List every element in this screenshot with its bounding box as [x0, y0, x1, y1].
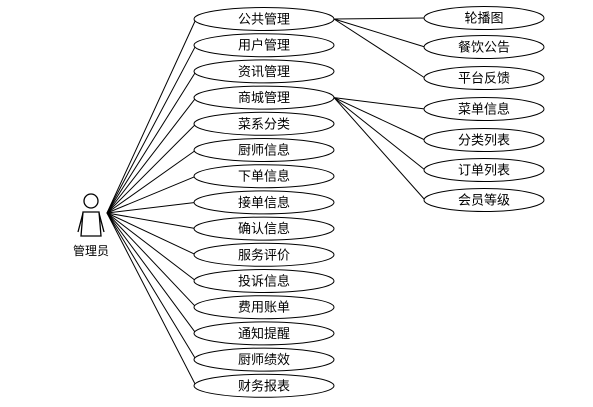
sub-association-line — [333, 97, 426, 201]
sub-use-case-label: 餐饮公告 — [458, 40, 510, 56]
use-case-uc-user: 用户管理 — [193, 33, 335, 58]
use-case-ellipse — [193, 373, 335, 398]
sub-use-case-ellipse — [423, 158, 545, 182]
sub-use-case-sub-notice: 餐饮公告 — [423, 35, 545, 59]
association-lines — [106, 17, 426, 387]
actor-association-line — [106, 212, 197, 308]
use-case-label: 资讯管理 — [238, 65, 290, 80]
use-case-ellipse — [193, 138, 335, 162]
actor-association-line — [106, 44, 197, 214]
sub-use-case-sub-feedback: 平台反馈 — [423, 66, 545, 90]
admin-actor: 管理员 — [73, 193, 109, 258]
use-case-ellipse — [193, 7, 335, 31]
sub-use-case-ellipse — [423, 66, 545, 90]
use-case-ellipse — [193, 85, 335, 110]
use-case-label: 通知提醒 — [238, 326, 290, 342]
sub-use-case-ellipse — [423, 35, 545, 59]
use-case-label: 费用账单 — [238, 301, 290, 316]
use-case-ellipse — [193, 321, 335, 346]
sub-use-case-label: 分类列表 — [458, 134, 510, 149]
actor-association-line — [106, 212, 197, 360]
use-case-label: 财务报表 — [238, 378, 290, 394]
use-case-ellipse — [193, 190, 335, 215]
sub-association-line — [333, 18, 426, 79]
actor-left-arm — [77, 212, 84, 233]
use-case-uc-report: 财务报表 — [193, 373, 335, 398]
use-case-label: 公共管理 — [238, 13, 290, 28]
sub-use-case-sub-category-list: 分类列表 — [423, 128, 545, 152]
sub-use-case-ellipse — [423, 128, 545, 152]
use-case-ellipse — [193, 111, 335, 136]
use-case-uc-news: 资讯管理 — [193, 59, 335, 84]
sub-use-case-sub-order-list: 订单列表 — [423, 158, 545, 182]
use-case-label: 菜系分类 — [238, 117, 290, 132]
sub-use-case-sub-carousel: 轮播图 — [423, 6, 545, 30]
actor-association-line — [106, 212, 197, 256]
sub-use-case-label: 订单列表 — [458, 164, 510, 179]
actor-association-line — [106, 123, 197, 214]
sub-use-case-ellipse — [423, 6, 545, 30]
use-case-label: 确认信息 — [238, 221, 290, 237]
actor-association-line — [106, 212, 197, 282]
sub-use-case-sub-menu: 菜单信息 — [423, 97, 545, 121]
use-case-ellipse — [193, 347, 335, 372]
actor-association-line — [106, 97, 197, 214]
actor-association-line — [106, 175, 197, 214]
use-case-uc-review: 服务评价 — [193, 242, 335, 267]
sub-use-case-sub-member-level: 会员等级 — [423, 188, 545, 212]
use-case-uc-notify: 通知提醒 — [193, 321, 335, 346]
use-case-uc-order-accept: 接单信息 — [193, 190, 335, 215]
sub-use-case-label: 平台反馈 — [458, 72, 510, 87]
actor-association-line — [106, 212, 197, 387]
use-case-uc-complaint: 投诉信息 — [193, 269, 335, 293]
use-case-label: 厨师信息 — [238, 143, 290, 159]
use-case-uc-public: 公共管理 — [193, 7, 335, 31]
use-case-ellipse — [193, 59, 335, 84]
use-case-label: 接单信息 — [238, 195, 290, 211]
sub-association-line — [333, 18, 426, 48]
use-case-ellipse — [193, 242, 335, 267]
sub-use-case-ellipse — [423, 188, 545, 212]
use-case-label: 投诉信息 — [238, 274, 290, 290]
use-case-ellipse — [193, 164, 335, 189]
use-case-label: 下单信息 — [238, 169, 290, 185]
actor-head — [83, 193, 99, 209]
sub-association-line — [333, 97, 426, 171]
sub-association-line — [333, 17, 426, 20]
use-case-ellipse — [193, 269, 335, 293]
sub-association-line — [333, 97, 426, 110]
use-case-ellipse — [193, 216, 335, 241]
use-case-uc-chef: 厨师信息 — [193, 138, 335, 162]
actor-association-line — [106, 212, 197, 334]
actor-association-line — [106, 201, 197, 214]
actor-association-line — [106, 212, 197, 230]
use-case-label: 服务评价 — [238, 247, 290, 263]
use-case-uc-cuisine: 菜系分类 — [193, 111, 335, 136]
use-case-uc-order-place: 下单信息 — [193, 164, 335, 189]
use-case-ellipse — [193, 295, 335, 320]
use-case-label: 厨师绩效 — [238, 353, 290, 368]
sub-association-line — [333, 97, 426, 141]
use-case-uc-performance: 厨师绩效 — [193, 347, 335, 372]
use-case-ellipse — [193, 33, 335, 58]
use-case-uc-mall: 商城管理 — [193, 85, 335, 110]
use-case-label: 商城管理 — [238, 91, 290, 106]
use-case-label: 用户管理 — [238, 38, 290, 54]
actor-association-line — [106, 18, 197, 214]
sub-use-case-label: 轮播图 — [464, 12, 503, 27]
actor-label: 管理员 — [73, 243, 109, 258]
actor-right-arm — [98, 212, 105, 233]
sub-use-case-label: 会员等级 — [458, 193, 510, 209]
actor-association-line — [106, 71, 197, 214]
sub-use-case-ellipse — [423, 97, 545, 121]
use-case-uc-bill: 费用账单 — [193, 295, 335, 320]
actor-association-line — [106, 149, 197, 214]
actor-body — [80, 211, 102, 237]
use-case-uc-confirm: 确认信息 — [193, 216, 335, 241]
use-case-list: 公共管理用户管理资讯管理商城管理菜系分类厨师信息下单信息接单信息确认信息服务评价… — [193, 7, 335, 398]
sub-use-case-label: 菜单信息 — [458, 102, 510, 118]
